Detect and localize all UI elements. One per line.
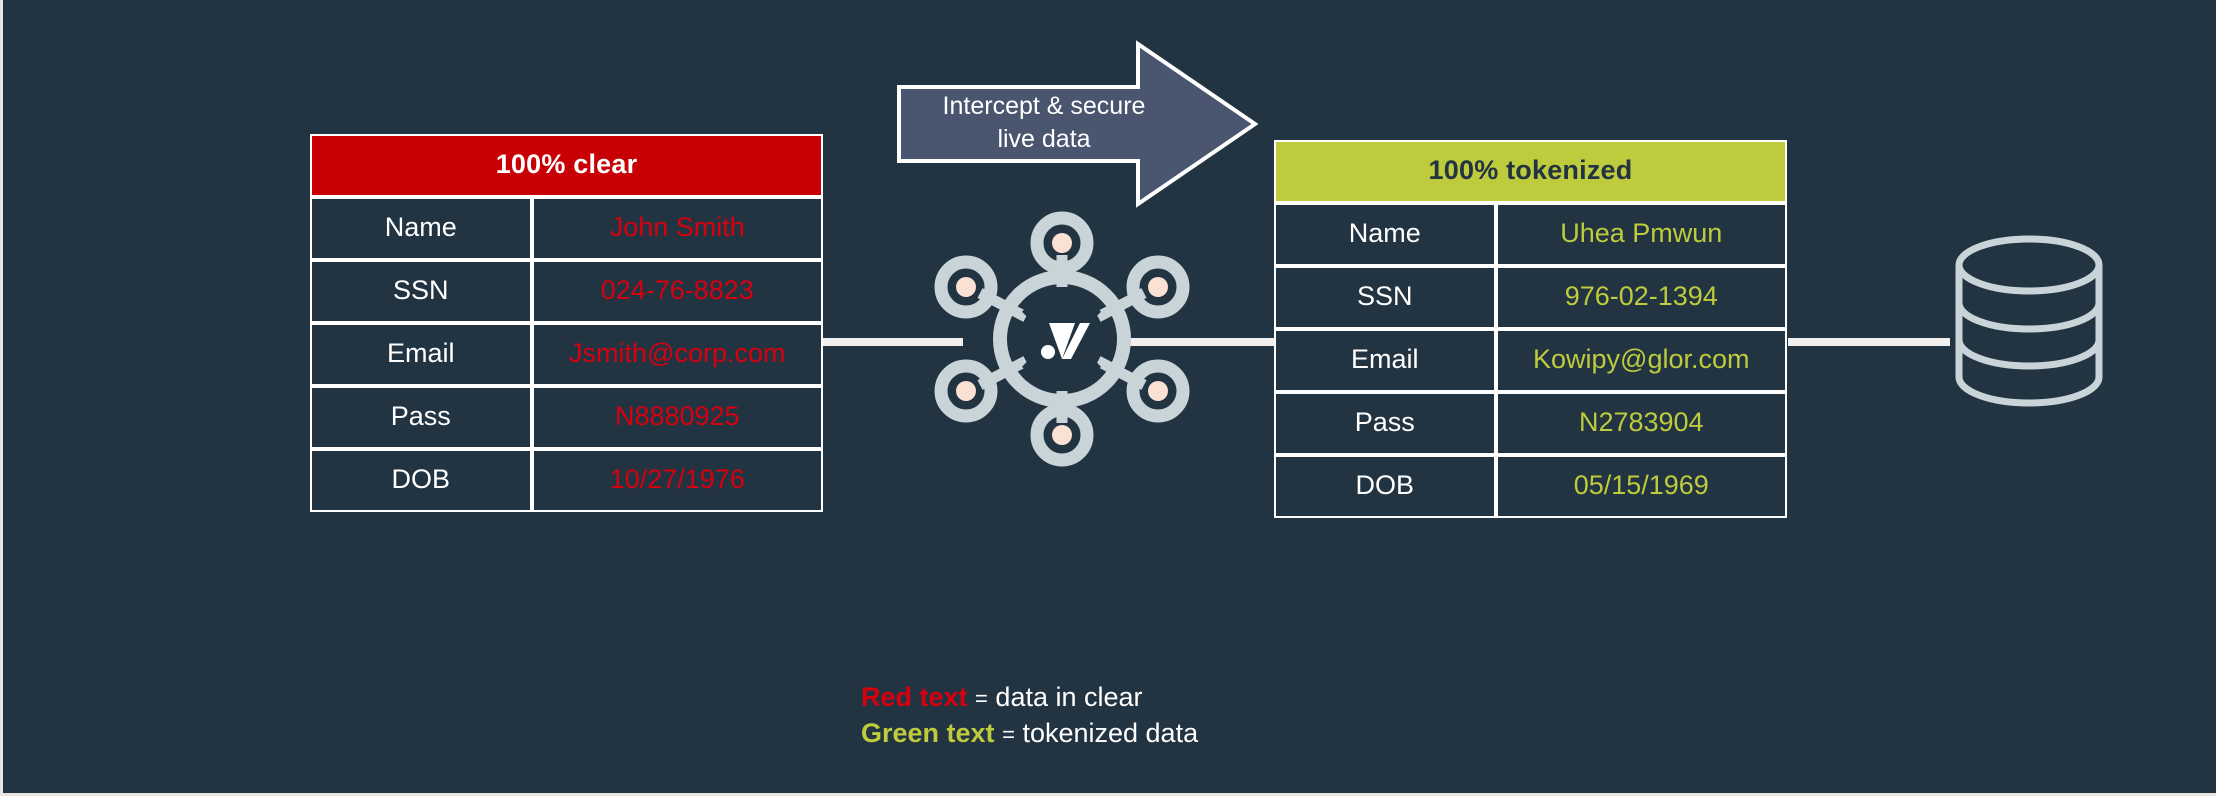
row-label-pass: Pass [310,386,532,449]
hub-node-lower-right [1126,359,1190,423]
row-value-ssn: 024-76-8823 [531,260,823,323]
table-row: Pass N8880925 [310,386,823,449]
row-label-name: Name [1274,203,1496,266]
table-row: Email Jsmith@corp.com [310,323,823,386]
clear-table-title: 100% clear [310,134,823,197]
hub-node-upper-right [1126,255,1190,319]
hub-node-top [1030,211,1094,275]
row-label-dob: DOB [310,449,532,512]
table-row: Name John Smith [310,197,823,260]
hub-node-bottom [1030,403,1094,467]
row-label-email: Email [310,323,532,386]
table-header-row: 100% tokenized [1274,140,1787,203]
row-label-email: Email [1274,329,1496,392]
table-row: Pass N2783904 [1274,392,1787,455]
legend-desc-green: tokenized data [1022,717,1199,748]
row-label-ssn: SSN [310,260,532,323]
legend-eq-green: = [1002,721,1015,747]
row-value-email: Kowipy@glor.com [1495,329,1787,392]
row-value-pass: N2783904 [1495,392,1787,455]
row-label-ssn: SSN [1274,266,1496,329]
table-row: DOB 10/27/1976 [310,449,823,512]
table-row: Name Uhea Pmwun [1274,203,1787,266]
table-row: SSN 024-76-8823 [310,260,823,323]
row-label-dob: DOB [1274,455,1496,518]
brand-logo-icon [1041,323,1090,359]
row-label-name: Name [310,197,532,260]
legend: Red text = data in clear Green text = to… [861,680,1198,752]
legend-key-green: Green text [861,717,995,748]
row-value-dob: 10/27/1976 [531,449,823,512]
hub-node-upper-left [934,255,998,319]
connector-line-clear-to-hub [823,338,963,346]
row-value-ssn: 976-02-1394 [1495,266,1787,329]
hub-node-group [934,211,1190,467]
right-arrow-icon [897,40,1258,208]
table-row: SSN 976-02-1394 [1274,266,1787,329]
gear-icon [1010,287,1114,391]
row-value-email: Jsmith@corp.com [531,323,823,386]
legend-item-red: Red text = data in clear [861,680,1198,716]
legend-eq-red: = [975,686,988,711]
row-value-name: John Smith [531,197,823,260]
tokenization-hub-icon [928,205,1196,473]
connector-line-tokenized-to-database [1788,338,1950,346]
row-value-dob: 05/15/1969 [1495,455,1787,518]
tokenized-table-title: 100% tokenized [1274,140,1787,203]
clear-data-table: 100% clear Name John Smith SSN 024-76-88… [310,134,823,512]
database-cylinder-icon [1943,235,2115,407]
row-label-pass: Pass [1274,392,1496,455]
connector-line-hub-to-tokenized [1123,338,1275,346]
table-row: DOB 05/15/1969 [1274,455,1787,518]
legend-key-red: Red text [861,682,968,712]
intercept-arrow-callout: Intercept & secure live data [896,28,1258,220]
row-value-name: Uhea Pmwun [1495,203,1787,266]
table-header-row: 100% clear [310,134,823,197]
legend-desc-red: data in clear [995,682,1143,712]
row-value-pass: N8880925 [531,386,823,449]
table-row: Email Kowipy@glor.com [1274,329,1787,392]
legend-item-green: Green text = tokenized data [861,716,1198,752]
hub-node-lower-left [934,359,998,423]
tokenized-data-table: 100% tokenized Name Uhea Pmwun SSN 976-0… [1274,140,1787,518]
